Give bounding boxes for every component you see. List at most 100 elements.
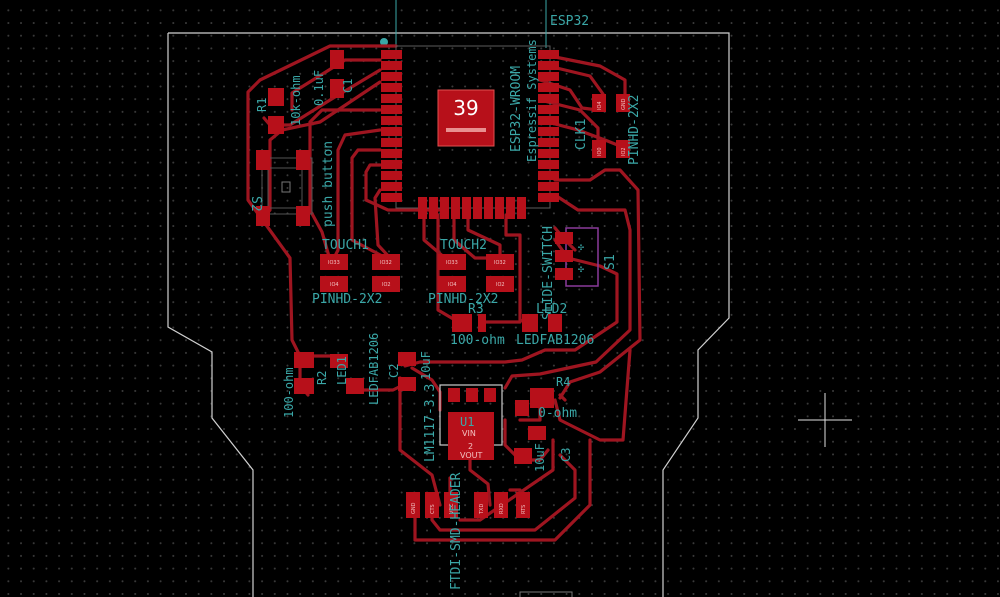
esp32-pad[interactable] [538, 50, 559, 59]
esp32-pad[interactable] [538, 171, 559, 180]
esp32-pad[interactable] [462, 197, 471, 219]
esp32-pad[interactable] [440, 197, 449, 219]
esp32-pad[interactable] [381, 171, 402, 180]
r1-pad[interactable] [268, 88, 284, 106]
esp32-pad[interactable] [381, 94, 402, 103]
esp32-pad[interactable] [538, 127, 559, 136]
led1[interactable]: LED1 LEDFAB1206 [330, 333, 381, 405]
esp32-module[interactable]: 39 ESP32 ESP32-WROOM Espressif Systems [381, 14, 589, 219]
r4-pad[interactable] [530, 388, 554, 408]
esp32-pad[interactable] [381, 72, 402, 81]
r4-pad[interactable] [515, 400, 529, 416]
c3-pad[interactable] [514, 448, 532, 464]
esp32-pad[interactable] [517, 197, 526, 219]
esp32-pad[interactable] [381, 149, 402, 158]
touch1-pad[interactable] [320, 254, 348, 270]
esp32-pad[interactable] [484, 197, 493, 219]
ftdi-header[interactable]: GND CTS VCC TXD RXD RTS FTDI-SMD-HEADER [406, 472, 530, 590]
touch2-header[interactable]: TOUCH2 IO33 IO32 IO4 IO2 PINHD-2X2 [428, 238, 514, 307]
ftdi-pad[interactable] [425, 492, 439, 518]
right-header-pad[interactable] [592, 140, 606, 158]
ftdi-pad[interactable] [406, 492, 420, 518]
esp32-pad[interactable] [381, 193, 402, 202]
s2-pad[interactable] [256, 150, 270, 170]
touch1-pad[interactable] [320, 276, 348, 292]
right-header-pad[interactable] [592, 94, 606, 112]
esp32-pad[interactable] [538, 182, 559, 191]
esp32-pad[interactable] [538, 149, 559, 158]
esp32-pad[interactable] [429, 197, 438, 219]
s1-pad[interactable] [555, 268, 573, 280]
r2-resistor[interactable]: R2 100-ohm [282, 352, 329, 418]
r2-pad[interactable] [294, 352, 314, 368]
esp32-pad[interactable] [418, 197, 427, 219]
s2-pad[interactable] [296, 150, 310, 170]
r1-pad[interactable] [268, 116, 284, 134]
ftdi-pad[interactable] [494, 492, 508, 518]
led2[interactable]: LED2 LEDFAB1206 [516, 302, 594, 348]
regulator-pad[interactable] [448, 388, 460, 402]
esp32-pad[interactable] [538, 116, 559, 125]
lm1117-regulator[interactable]: U1 VIN 2 VOUT LM1117-3.3 [423, 384, 503, 462]
right-header-pad[interactable] [616, 140, 630, 158]
touch2-pad[interactable] [438, 276, 466, 292]
s2-pad[interactable] [296, 206, 310, 226]
led1-pad[interactable] [346, 378, 364, 394]
led2-pad[interactable] [522, 314, 538, 332]
esp32-pad[interactable] [381, 138, 402, 147]
esp32-pad[interactable] [381, 127, 402, 136]
esp32-pad[interactable] [538, 72, 559, 81]
c1-pad[interactable] [330, 50, 344, 69]
c1-capacitor[interactable]: C1 0.1uF [312, 50, 355, 106]
r4-resistor[interactable]: R4 0-ohm [515, 375, 577, 421]
esp32-pad[interactable] [538, 94, 559, 103]
touch1-pad[interactable] [372, 276, 400, 292]
c2-capacitor[interactable]: C2 10uF [387, 351, 433, 391]
c1-pad[interactable] [330, 79, 344, 98]
s2-pad[interactable] [256, 206, 270, 226]
ftdi-pad[interactable] [474, 492, 488, 518]
c3-pad[interactable] [528, 426, 546, 440]
regulator-vout-pad[interactable] [448, 440, 494, 460]
esp32-pad[interactable] [538, 83, 559, 92]
ftdi-pad[interactable] [444, 492, 458, 518]
regulator-pad[interactable] [484, 388, 496, 402]
esp32-pad[interactable] [381, 116, 402, 125]
s1-slide-switch[interactable]: ✣ ✣ S1 SLIDE-SWITCH [541, 226, 618, 320]
s1-pad[interactable] [555, 250, 573, 262]
touch1-pad[interactable] [372, 254, 400, 270]
right-header-pad[interactable] [616, 94, 630, 112]
right-pin-header[interactable]: IO4 GND IO0 IO2 PINHD-2X2 CLK1 [574, 94, 642, 165]
esp32-pad[interactable] [538, 61, 559, 70]
c2-pad[interactable] [398, 352, 416, 366]
esp32-pad[interactable] [381, 83, 402, 92]
esp32-pad[interactable] [495, 197, 504, 219]
touch2-pad[interactable] [486, 254, 514, 270]
r3-resistor[interactable]: R3 100-ohm [450, 302, 505, 348]
esp32-pad[interactable] [538, 193, 559, 202]
esp32-pad[interactable] [473, 197, 482, 219]
esp32-pad[interactable] [506, 197, 515, 219]
esp32-pad[interactable] [451, 197, 460, 219]
c3-capacitor[interactable]: C3 10uF [514, 426, 573, 472]
via[interactable] [380, 38, 388, 46]
esp32-center-pad[interactable] [437, 89, 495, 147]
led2-pad[interactable] [548, 314, 562, 332]
r3-pad[interactable] [478, 314, 486, 332]
r2-pad[interactable] [294, 378, 314, 394]
esp32-pad[interactable] [381, 61, 402, 70]
s1-pad[interactable] [555, 232, 573, 244]
esp32-pad[interactable] [538, 160, 559, 169]
ftdi-pad[interactable] [516, 492, 530, 518]
esp32-pad[interactable] [538, 138, 559, 147]
c2-pad[interactable] [398, 377, 416, 391]
esp32-pad[interactable] [381, 160, 402, 169]
led1-pad[interactable] [330, 354, 348, 368]
esp32-pad[interactable] [381, 105, 402, 114]
touch2-pad[interactable] [486, 276, 514, 292]
touch1-header[interactable]: TOUCH1 IO33 IO32 IO4 IO2 PINHD-2X2 [312, 238, 400, 307]
esp32-pad[interactable] [538, 105, 559, 114]
r3-pad[interactable] [452, 314, 472, 332]
s2-push-button[interactable]: S2 push button [248, 141, 336, 227]
